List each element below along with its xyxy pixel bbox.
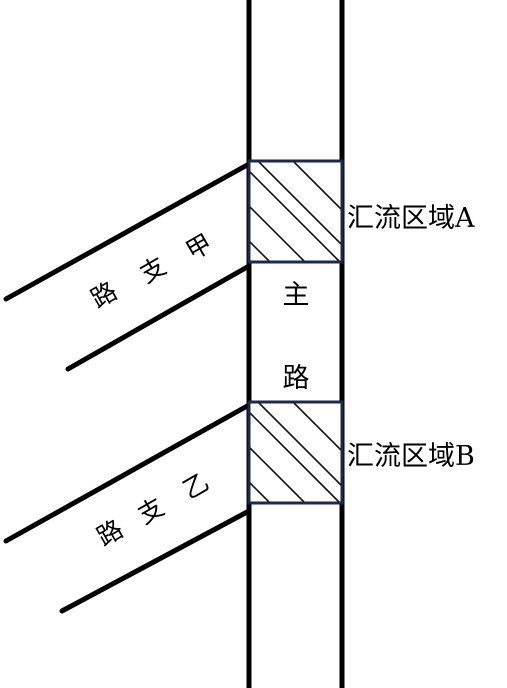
- branch-jia-char-3: 路: [86, 276, 122, 314]
- zone-b-label: 汇流区域B: [347, 441, 475, 472]
- branch-jia-upper-edge: [3, 161, 252, 302]
- branch-yi-lower-edge: [59, 508, 252, 614]
- hatch-pattern-a: [249, 161, 342, 262]
- hatch-pattern-b: [249, 402, 342, 503]
- merge-zone-a: [247, 159, 344, 264]
- zone-a-label: 汇流区域A: [347, 203, 475, 234]
- branch-yi-char-1: 乙: [178, 467, 214, 505]
- branch-jia-lower-edge: [65, 263, 252, 372]
- branch-jia-char-2: 支: [135, 251, 171, 289]
- merge-zone-b: [247, 400, 344, 505]
- branch-jia-char-1: 甲: [181, 228, 217, 266]
- branch-yi-char-3: 路: [92, 514, 128, 552]
- branch-yi-upper-edge: [3, 402, 252, 544]
- main-road-label-char-2: 路: [283, 363, 310, 394]
- branch-yi-char-2: 支: [133, 492, 169, 530]
- main-road-label-char-1: 主: [283, 280, 310, 311]
